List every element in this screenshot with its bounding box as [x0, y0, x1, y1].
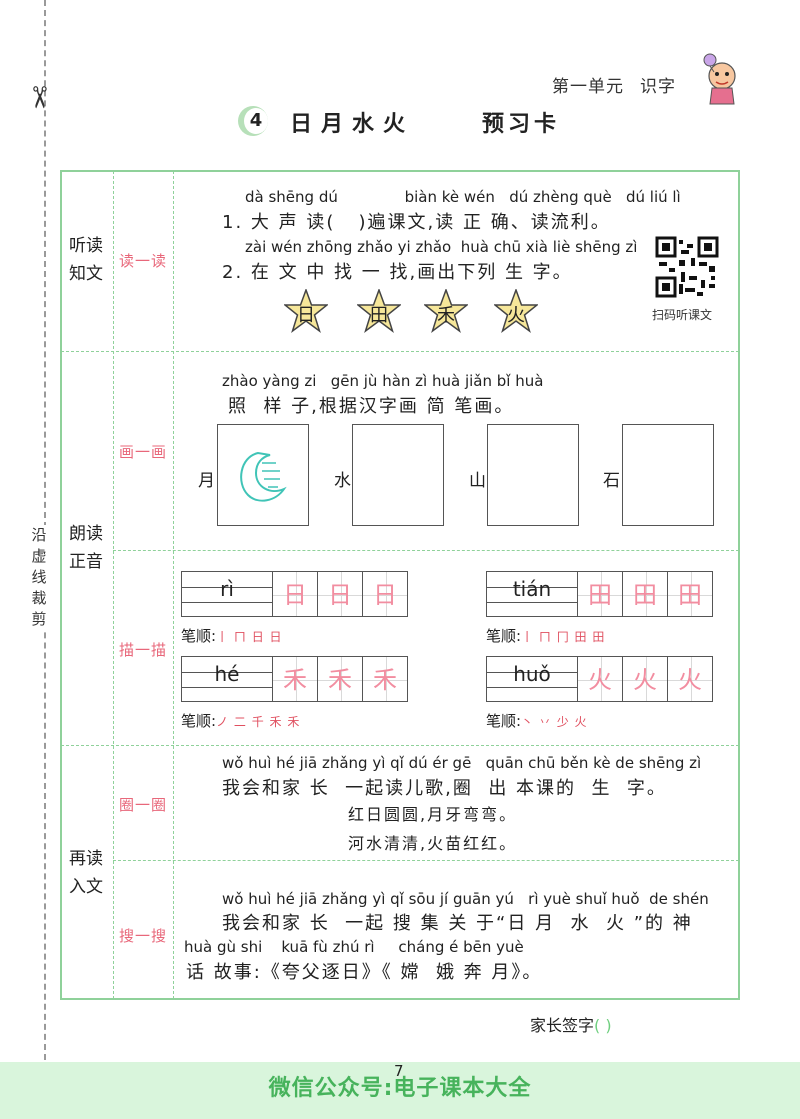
column-divider	[173, 171, 174, 999]
activity-read: 读一读	[118, 252, 167, 270]
stroke-order: 笔顺:ノ 二 千 禾 禾	[181, 710, 300, 731]
instruction-line: 照 样 子,根据汉字画 简 笔画。	[228, 396, 515, 417]
draw-box-moon[interactable]	[217, 424, 309, 526]
draw-label-moon: 月	[198, 471, 215, 491]
parent-signature[interactable]: 家长签字( )	[530, 1012, 612, 1036]
star-char-2: 禾	[422, 287, 470, 337]
instruction-line: 我会和家 长 一起 搜 集 关 于“日 月 水 火 ”的 神	[222, 913, 693, 934]
pinyin-line: wǒ huì hé jiā zhǎng yì qǐ sōu jí guān yú…	[222, 890, 709, 908]
draw-label-stone: 石	[603, 471, 620, 491]
section-label-2: 朗读正音	[69, 524, 103, 572]
grid-pinyin: tián	[512, 577, 552, 601]
poem-line: 红日圆圆,月牙弯弯。	[348, 805, 518, 824]
column-divider	[113, 171, 114, 999]
footer-banner	[0, 1062, 800, 1119]
stroke-sequence: ノ 二 千 禾 禾	[216, 715, 301, 729]
grid-pinyin: hé	[214, 662, 240, 686]
activity-circle: 圈一圈	[118, 796, 167, 814]
star-icon	[282, 287, 330, 333]
pinyin-grid	[181, 656, 273, 702]
trace-cell[interactable]: 火	[622, 656, 668, 702]
lesson-number: 4	[244, 108, 268, 134]
stroke-sequence: 丨 ㄇ 日 日	[216, 630, 283, 644]
star-icon	[422, 287, 470, 333]
cut-instruction: 沿虚线裁剪	[30, 525, 48, 630]
trace-cell[interactable]: 禾	[272, 656, 318, 702]
signature-paren: ( )	[594, 1016, 612, 1035]
star-label: 禾	[437, 305, 455, 326]
parent-signature-label: 家长签字	[530, 1016, 595, 1035]
row-divider	[61, 351, 739, 352]
unit-header: 第一单元识字	[552, 72, 692, 97]
qr-label: 扫码听课文	[652, 308, 713, 322]
pinyin-line: dà shēng dú biàn kè wén dú zhèng què dú …	[245, 188, 681, 206]
scissors-icon: ✂	[21, 84, 57, 111]
draw-label-mountain: 山	[469, 471, 486, 491]
trace-cell[interactable]: 火	[577, 656, 623, 702]
draw-box-stone[interactable]	[622, 424, 714, 526]
page-number: 7	[394, 1062, 404, 1080]
instruction-line: 话 故事:《夸父逐日》《 嫦 娥 奔 月》。	[186, 962, 543, 983]
pinyin-grid	[486, 571, 578, 617]
instruction-line: 我会和家 长 一起读儿歌,圈 出 本课的 生 字。	[222, 778, 667, 799]
star-icon	[492, 287, 540, 333]
stroke-order-label: 笔顺:	[181, 627, 217, 645]
star-char-1: 田	[355, 287, 403, 337]
draw-label-water: 水	[334, 471, 351, 491]
poem-line: 河水清清,火苗红红。	[348, 834, 518, 853]
star-icon	[355, 287, 403, 333]
star-label: 日	[297, 305, 315, 326]
draw-box-water[interactable]	[352, 424, 444, 526]
instruction-line: 2. 在 文 中 找 一 找,画出下列 生 字。	[222, 262, 573, 283]
worksheet-frame	[60, 170, 740, 1000]
draw-box-mountain[interactable]	[487, 424, 579, 526]
stroke-order: 笔顺:丨 ㄇ 日 日	[181, 625, 283, 646]
trace-cell[interactable]: 日	[272, 571, 318, 617]
trace-cell[interactable]: 田	[667, 571, 713, 617]
pinyin-grid	[486, 656, 578, 702]
stroke-order-label: 笔顺:	[181, 712, 217, 730]
card-title: 预习卡	[482, 112, 561, 137]
footer-banner-text: 微信公众号:电子课本大全	[268, 1076, 532, 1101]
stroke-order: 笔顺:丨 ㄇ 冂 田 田	[486, 625, 605, 646]
moon-sketch-icon	[240, 451, 287, 502]
stroke-sequence: 丨 ㄇ 冂 田 田	[521, 630, 606, 644]
qr-code[interactable]	[655, 236, 719, 298]
pinyin-line: wǒ huì hé jiā zhǎng yì qǐ dú ér gē quān …	[222, 754, 702, 772]
mascot-icon	[703, 53, 736, 105]
trace-cell[interactable]: 日	[317, 571, 363, 617]
trace-cell[interactable]: 禾	[362, 656, 408, 702]
section-label-3: 再读入文	[69, 849, 103, 897]
trace-cell[interactable]: 火	[667, 656, 713, 702]
stroke-order-label: 笔顺:	[486, 627, 522, 645]
stroke-order: 笔顺:丶 丷 少 火	[486, 710, 588, 731]
trace-cell[interactable]: 田	[622, 571, 668, 617]
trace-cell[interactable]: 日	[362, 571, 408, 617]
star-char-3: 火	[492, 287, 540, 337]
star-label: 田	[370, 305, 388, 326]
activity-search: 搜一搜	[118, 927, 167, 945]
star-label: 火	[507, 305, 525, 326]
row-divider	[61, 745, 739, 746]
stroke-order-label: 笔顺:	[486, 712, 522, 730]
trace-cell[interactable]: 田	[577, 571, 623, 617]
unit-label: 第一单元	[552, 77, 624, 97]
row-divider	[113, 550, 739, 551]
unit-topic: 识字	[640, 77, 676, 97]
grid-pinyin: rì	[220, 577, 234, 601]
trace-cell[interactable]: 禾	[317, 656, 363, 702]
row-divider	[113, 860, 739, 861]
lesson-title: 日月水火	[290, 112, 415, 137]
instruction-line: 1. 大 声 读( )遍课文,读 正 确、读流利。	[222, 212, 611, 233]
activity-draw: 画一画	[118, 443, 167, 461]
pinyin-line: zhào yàng zi gēn jù hàn zì huà jiǎn bǐ h…	[222, 372, 544, 390]
section-label-1: 听读知文	[69, 236, 103, 284]
stroke-sequence: 丶 丷 少 火	[521, 715, 588, 729]
star-char-0: 日	[282, 287, 330, 337]
grid-pinyin: huǒ	[513, 662, 551, 686]
pinyin-line: huà gù shi kuā fù zhú rì cháng é bēn yuè	[184, 938, 524, 956]
activity-trace: 描一描	[118, 641, 167, 659]
pinyin-line: zài wén zhōng zhǎo yi zhǎo huà chū xià l…	[245, 238, 638, 256]
